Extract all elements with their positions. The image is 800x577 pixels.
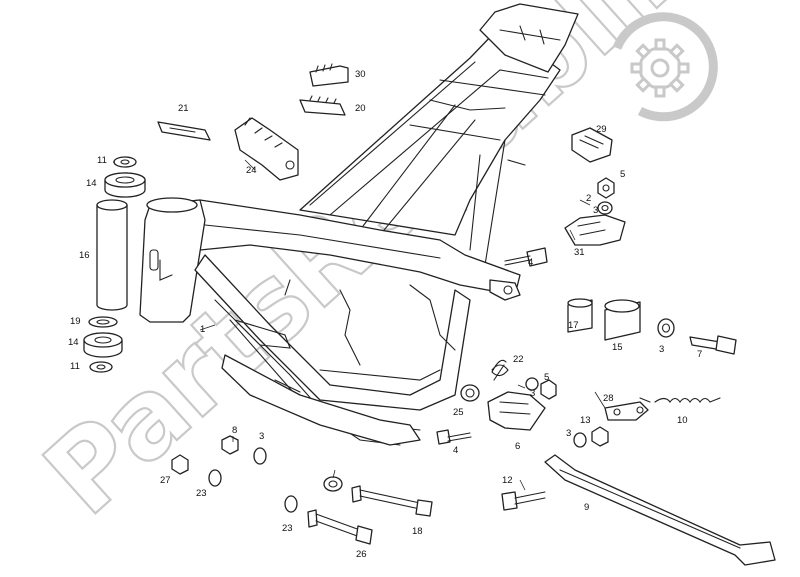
bearing-stack <box>83 156 146 373</box>
callout-2: 2 <box>586 193 592 204</box>
callout-19: 19 <box>70 316 81 327</box>
callout-29: 29 <box>596 124 607 135</box>
callout-3-upper: 3 <box>593 205 599 216</box>
callout-3-left: 3 <box>259 431 265 442</box>
callout-31: 31 <box>574 247 585 258</box>
callout-30: 30 <box>355 69 366 80</box>
callout-14-lower: 14 <box>68 337 79 348</box>
callout-11-lower: 11 <box>70 361 80 372</box>
callout-22: 22 <box>513 354 524 365</box>
callout-11-upper: 11 <box>97 155 107 166</box>
callout-12: 12 <box>502 475 513 486</box>
callout-15: 15 <box>612 342 623 353</box>
callout-7: 7 <box>697 349 703 360</box>
leader-lines <box>113 159 606 491</box>
gear-icon <box>612 12 718 122</box>
main-frame <box>139 3 579 446</box>
callout-14-upper: 14 <box>86 178 97 189</box>
top-small-parts <box>157 63 737 355</box>
callout-16: 16 <box>79 250 90 261</box>
callout-3-stand: 3 <box>566 428 572 439</box>
callout-13: 13 <box>580 415 591 426</box>
callout-3-mid: 3 <box>530 388 536 399</box>
callout-8: 8 <box>232 425 238 436</box>
callout-4-upper: 4 <box>528 257 534 268</box>
callout-5-lower: 5 <box>544 372 550 383</box>
callout-20: 20 <box>355 103 366 114</box>
lower-right-parts <box>436 359 776 566</box>
callout-4-lower: 4 <box>453 445 459 456</box>
callout-28: 28 <box>603 393 614 404</box>
callout-6: 6 <box>515 441 521 452</box>
callout-18: 18 <box>412 526 423 537</box>
callout-23-lower: 23 <box>282 523 293 534</box>
callout-10: 10 <box>677 415 688 426</box>
callout-24: 24 <box>246 165 257 176</box>
callout-5-upper: 5 <box>620 169 626 180</box>
callout-21: 21 <box>178 103 189 114</box>
callout-1: 1 <box>200 324 206 335</box>
callout-27: 27 <box>160 475 171 486</box>
callout-23-left: 23 <box>196 488 207 499</box>
callout-25: 25 <box>453 407 464 418</box>
lower-left-parts <box>171 435 433 545</box>
callout-3-right: 3 <box>659 344 665 355</box>
callout-26: 26 <box>356 549 367 560</box>
callout-9: 9 <box>584 502 590 513</box>
callout-17: 17 <box>568 320 579 331</box>
